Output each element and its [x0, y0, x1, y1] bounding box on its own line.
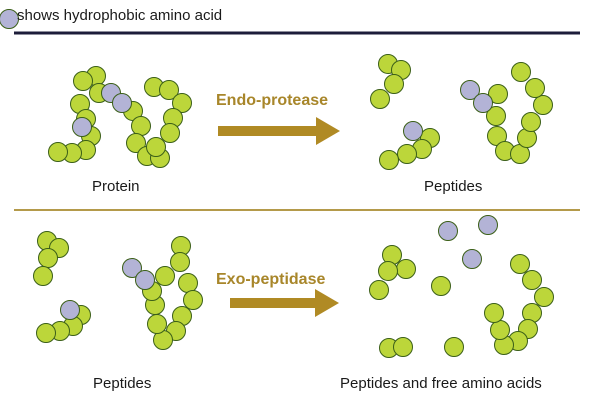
protein-residue [126, 133, 146, 153]
peptide-residue [122, 258, 142, 278]
peptide-residue [38, 248, 58, 268]
peptide-residue [473, 93, 493, 113]
exo-peptidase-label: Exo-peptidase [216, 271, 326, 288]
protein-residue [73, 71, 93, 91]
legend-text: shows hydrophobic amino acid [17, 7, 223, 24]
peptide-residue [396, 259, 416, 279]
peptide-residue [534, 287, 554, 307]
peptide-residue [511, 62, 531, 82]
protein-residue [159, 80, 179, 100]
peptide-residue [521, 112, 541, 132]
peptide-residue [155, 266, 175, 286]
protein-residue [131, 116, 151, 136]
peptide-residue [533, 95, 553, 115]
peptide-residue [170, 252, 190, 272]
protein-residue [112, 93, 132, 113]
free-amino-acid [438, 221, 458, 241]
peptide-residue [488, 84, 508, 104]
peptide-residue [460, 80, 480, 100]
protein-residue [172, 93, 192, 113]
peptide-residue [486, 106, 506, 126]
endo-protease-label: Endo-protease [216, 92, 329, 109]
peptide-residue [484, 303, 504, 323]
peptide-residue [510, 254, 530, 274]
protein-residue [48, 142, 68, 162]
peptide-residue [183, 290, 203, 310]
peptide-residue [378, 261, 398, 281]
free-amino-acid [462, 249, 482, 269]
peptide-residue [33, 266, 53, 286]
endo-protease-arrow [218, 117, 340, 145]
peptide-residue [135, 270, 155, 290]
peptide-residue [393, 337, 413, 357]
peptide-residue [384, 74, 404, 94]
free-amino-acid [431, 276, 451, 296]
peptides-and-free-amino-acids-label: Peptides and free amino acids [340, 375, 542, 392]
protein-label: Protein [92, 178, 140, 195]
peptide-residue [525, 78, 545, 98]
protein-residue [146, 137, 166, 157]
exo-peptidase-arrow [230, 289, 339, 317]
peptide-residue [397, 144, 417, 164]
peptide-residue [403, 121, 423, 141]
protein-residue [160, 123, 180, 143]
peptide-residue [490, 320, 510, 340]
peptide-residue [60, 300, 80, 320]
peptide-residue [522, 270, 542, 290]
free-amino-acid [478, 215, 498, 235]
peptides-bottom-label: Peptides [93, 375, 152, 392]
protein-residue [72, 117, 92, 137]
peptide-residue [370, 89, 390, 109]
peptides-top-label: Peptides [424, 178, 483, 195]
peptide-residue [379, 150, 399, 170]
peptide-residue [369, 280, 389, 300]
peptide-residue [147, 314, 167, 334]
legend-hydrophobic-residue [0, 9, 19, 29]
peptide-residue [36, 323, 56, 343]
free-amino-acid [444, 337, 464, 357]
peptide-residue [178, 273, 198, 293]
